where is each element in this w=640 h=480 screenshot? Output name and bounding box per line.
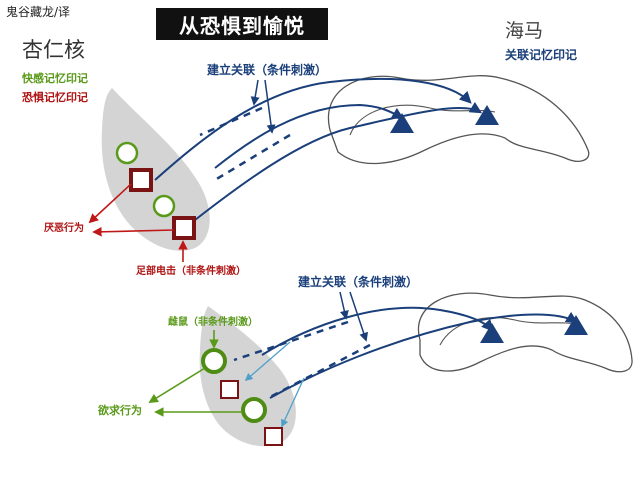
hippocampus-outline-top xyxy=(327,75,590,165)
green-arrow-bottom-1 xyxy=(148,367,206,404)
hippocampus-inner-bottom xyxy=(439,317,581,346)
hippocampus-node-top-1 xyxy=(390,113,414,133)
fear-engram-bottom-2 xyxy=(264,427,283,446)
hippocampus-node-top-2 xyxy=(475,105,499,125)
amygdala-label: 杏仁核 xyxy=(22,38,85,62)
amygdala-shape-top xyxy=(101,88,210,251)
curve-arrow-bottom-1 xyxy=(261,306,494,356)
assoc-arrow-top-2 xyxy=(264,79,276,134)
fear-memory-label: 恐惧记忆印记 xyxy=(22,91,88,104)
hippocampus-label: 海马 xyxy=(505,20,544,42)
page-title: 从恐惧到愉悦 xyxy=(156,8,328,40)
female-rat-label: 雌鼠（非条件刺激） xyxy=(168,317,258,328)
appetitive-behavior-label: 欲求行为 xyxy=(98,404,142,417)
fear-engram-bottom-1 xyxy=(220,380,239,399)
dashed-arrow-bottom-2 xyxy=(267,343,371,400)
light-arrow-bottom-1 xyxy=(244,341,291,382)
assoc-arrow-bottom-1 xyxy=(339,291,349,320)
assoc-arrow-bottom-2 xyxy=(349,291,368,342)
translator-credit: 鬼谷藏龙/译 xyxy=(6,5,71,19)
assoc-arrow-top-1 xyxy=(250,79,260,106)
long-curve-arrow-top xyxy=(154,77,472,181)
hippocampus-node-bottom-2 xyxy=(564,315,588,335)
hippocampus-node-bottom-1 xyxy=(480,323,504,343)
foot-shock-label: 足部电击（非条件刺激） xyxy=(136,266,246,277)
light-arrow-bottom-2 xyxy=(281,377,305,428)
red-arrow-top-1 xyxy=(88,183,132,224)
pleasure-engram-top-2 xyxy=(152,194,176,218)
pleasure-memory-label: 快感记忆印记 xyxy=(22,72,88,85)
fear-engram-top-1 xyxy=(129,168,153,192)
association-label-bottom: 建立关联（条件刺激） xyxy=(298,275,419,289)
association-label-top: 建立关联（条件刺激） xyxy=(207,63,328,77)
hippocampus-outline-bottom xyxy=(417,292,633,373)
fear-engram-top-2 xyxy=(172,216,196,240)
dashed-arrow-top-1 xyxy=(199,106,263,137)
curve-arrow-bottom-2 xyxy=(269,311,579,399)
pleasure-engram-bottom-2 xyxy=(241,397,267,423)
red-arrow-top-2 xyxy=(92,227,175,237)
curve-arrow-top-1 xyxy=(214,103,405,169)
dashed-arrow-top-2 xyxy=(214,133,291,182)
hippocampus-sublabel: 关联记忆印记 xyxy=(505,48,578,62)
pleasure-engram-top-1 xyxy=(115,141,139,165)
pleasure-engram-bottom-1 xyxy=(201,348,227,374)
aversion-behavior-label: 厌恶行为 xyxy=(44,223,84,234)
curve-arrow-top-2 xyxy=(194,101,483,221)
